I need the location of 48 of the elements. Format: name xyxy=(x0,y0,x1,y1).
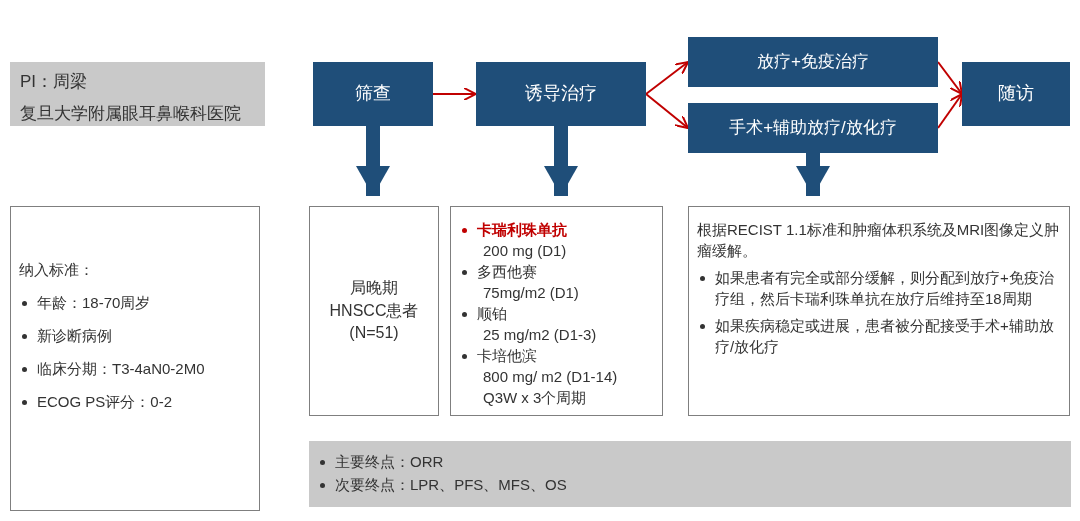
process-box xyxy=(688,103,938,153)
bullet-item: 次要终点：LPR、PFS、MFS、OS xyxy=(317,474,1063,495)
info-panel xyxy=(10,62,265,126)
box-text: 复旦大学附属眼耳鼻喉科医院 xyxy=(20,102,242,125)
bullet-item: 卡培他滨 xyxy=(459,345,654,366)
box-label: 诱导治疗 xyxy=(525,82,597,106)
assessment-box xyxy=(688,206,1070,416)
process-box xyxy=(962,62,1070,126)
heading-text: 根据RECIST 1.1标准和肿瘤体积系统及MRI图像定义肿瘤缓解。 xyxy=(697,220,1061,261)
bullet-item: 如果患者有完全或部分缓解，则分配到放疗+免疫治疗组，然后卡瑞利珠单抗在放疗后维持至18周期 xyxy=(697,267,1061,309)
arrow xyxy=(645,93,689,129)
process-box xyxy=(688,37,938,87)
arrow xyxy=(937,93,963,129)
box-label: (N=51) xyxy=(349,323,399,344)
box-label: 随访 xyxy=(998,82,1034,106)
bullet-item: 年龄：18-70周岁 xyxy=(19,292,251,313)
box-label: 筛查 xyxy=(355,82,391,106)
process-box xyxy=(476,62,646,126)
box-text: 800 mg/ m2 (D1-14) xyxy=(482,367,619,387)
bullet-item: 如果疾病稳定或进展，患者被分配接受手术+辅助放疗/放化疗 xyxy=(697,315,1061,357)
box-label: 手术+辅助放疗/放化疗 xyxy=(729,117,897,140)
block-arrow xyxy=(796,153,830,196)
process-box xyxy=(313,62,433,126)
bullet-item: 顺铂 xyxy=(459,303,654,324)
box-text: Q3W x 3个周期 xyxy=(482,388,588,408)
box-text: 75mg/m2 (D1) xyxy=(482,283,580,303)
bullet-item: 多西他赛 xyxy=(459,261,654,282)
box-label: 局晚期 xyxy=(350,278,398,299)
box-text: 25 mg/m2 (D1-3) xyxy=(482,325,598,345)
box-label: HNSCC患者 xyxy=(329,300,419,321)
bullet-item: 新诊断病例 xyxy=(19,325,251,346)
bullet-item: 临床分期：T3-4aN0-2M0 xyxy=(19,358,251,379)
block-arrow xyxy=(356,126,390,196)
bullet-item: 主要终点：ORR xyxy=(317,451,1063,472)
heading-text: 纳入标准： xyxy=(19,260,95,280)
bullet-item: ECOG PS评分：0-2 xyxy=(19,391,251,412)
endpoints-panel xyxy=(309,441,1071,507)
population-box xyxy=(309,206,439,416)
arrow xyxy=(645,61,689,95)
bullet-item: 卡瑞利珠单抗 xyxy=(459,219,654,240)
regimen-box xyxy=(450,206,663,416)
criteria-box xyxy=(10,206,260,511)
arrow xyxy=(432,87,477,101)
arrow xyxy=(937,61,963,95)
box-text: 200 mg (D1) xyxy=(482,241,568,261)
block-arrow xyxy=(544,126,578,196)
heading-text: PI：周梁 xyxy=(20,71,89,93)
box-label: 放疗+免疫治疗 xyxy=(757,51,869,74)
